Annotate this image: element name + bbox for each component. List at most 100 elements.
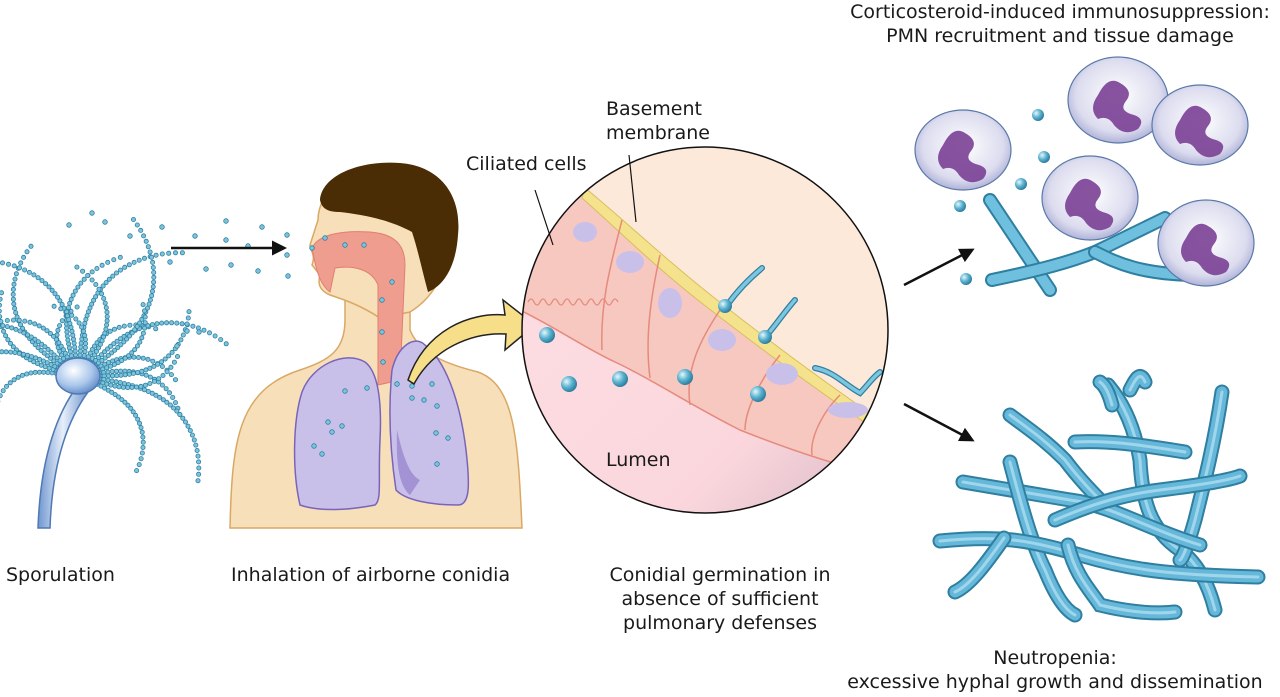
interstitium xyxy=(590,147,888,440)
conidium xyxy=(41,350,47,356)
conidium xyxy=(102,300,108,306)
conidium xyxy=(174,320,180,326)
conidium xyxy=(119,397,125,403)
conidium xyxy=(53,336,59,342)
conidium xyxy=(164,320,170,326)
conidium xyxy=(78,280,84,286)
neutrophil xyxy=(914,109,1012,191)
conidium xyxy=(125,385,131,391)
conidium xyxy=(218,337,224,343)
conidium xyxy=(159,320,165,326)
conidium xyxy=(137,339,143,345)
conidium xyxy=(223,341,229,347)
conidium xyxy=(128,405,134,411)
conidium xyxy=(66,341,72,347)
conidium xyxy=(64,325,70,331)
conidium xyxy=(74,264,80,270)
conidium xyxy=(141,255,147,261)
hypha-highlight xyxy=(961,480,1202,547)
conidium xyxy=(130,370,136,376)
conidium xyxy=(89,277,95,283)
conidium xyxy=(109,378,115,384)
conidium xyxy=(342,242,348,248)
conidium xyxy=(9,325,15,331)
conidium xyxy=(32,342,38,348)
conidium xyxy=(48,349,54,355)
conidium xyxy=(169,320,175,326)
conidium xyxy=(16,265,22,271)
conidium xyxy=(134,323,140,329)
conidium xyxy=(58,343,64,349)
cilia xyxy=(527,298,619,306)
conidium xyxy=(12,350,18,356)
conidium xyxy=(110,273,116,279)
conidium xyxy=(118,372,124,378)
conidium xyxy=(147,365,153,371)
conidium xyxy=(179,250,185,256)
conidium xyxy=(196,329,202,335)
conidium xyxy=(131,259,137,265)
conidium xyxy=(164,399,170,405)
conidium xyxy=(106,276,112,282)
conidium xyxy=(31,359,37,365)
conidium xyxy=(102,355,108,361)
conidiophore-illustration xyxy=(0,216,229,529)
conidium xyxy=(71,340,77,346)
conidium xyxy=(429,381,435,387)
conidium xyxy=(168,372,174,378)
conidium xyxy=(114,373,120,379)
conidium xyxy=(153,392,159,398)
conidium xyxy=(110,373,116,379)
conidium xyxy=(196,471,202,477)
conidium xyxy=(0,388,6,394)
conidium xyxy=(82,349,88,355)
conidium xyxy=(180,415,186,421)
conidium xyxy=(141,233,147,239)
conidium xyxy=(115,360,121,366)
conidium xyxy=(149,322,155,328)
conidium xyxy=(13,326,19,332)
conidium xyxy=(189,432,195,438)
conidium xyxy=(150,259,156,265)
conidium xyxy=(133,384,139,390)
hypha-highlight xyxy=(1066,543,1177,615)
conidium xyxy=(151,279,157,285)
conidium xyxy=(19,372,25,378)
hypha-highlight xyxy=(1128,375,1147,392)
conidium xyxy=(4,317,10,323)
conidium xyxy=(93,281,99,287)
conidium xyxy=(149,390,155,396)
conidium xyxy=(33,355,39,361)
conidium xyxy=(44,353,50,359)
label-inhalation: Inhalation of airborne conidia xyxy=(231,564,511,586)
neutrophils xyxy=(914,56,1255,287)
conidium xyxy=(16,350,22,356)
conidium xyxy=(49,287,55,293)
conidium xyxy=(140,302,146,308)
hypha-highlight xyxy=(1073,440,1187,454)
conidium xyxy=(18,260,24,266)
conidium xyxy=(339,423,345,429)
conidium xyxy=(143,367,149,373)
conidium xyxy=(127,233,133,239)
conidium xyxy=(32,336,38,342)
conidium xyxy=(108,343,114,349)
conidium xyxy=(361,242,367,248)
conidium xyxy=(195,453,201,459)
conidium xyxy=(169,349,175,355)
conidium xyxy=(138,456,144,462)
conidium xyxy=(118,267,124,273)
conidium xyxy=(99,357,105,363)
conidium xyxy=(112,347,118,353)
conidium xyxy=(190,323,196,329)
pmn-panel xyxy=(914,56,1255,297)
conidium xyxy=(4,383,9,389)
conidium xyxy=(223,237,229,243)
hypha-highlight xyxy=(1098,380,1114,407)
conidium xyxy=(141,308,147,314)
conidium xyxy=(191,437,197,443)
conidium xyxy=(10,344,16,350)
conidium xyxy=(159,363,165,369)
conidium xyxy=(157,394,163,400)
conidium xyxy=(80,268,86,274)
